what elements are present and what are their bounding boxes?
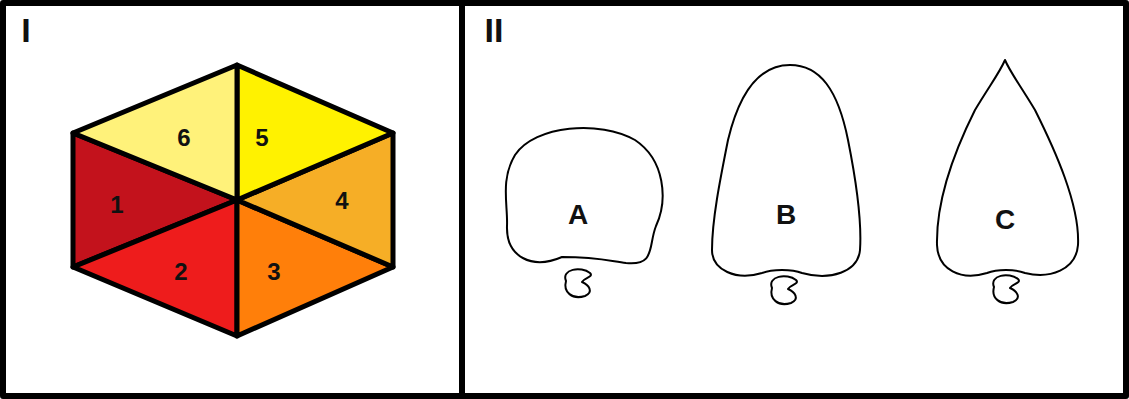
cashew-fruit-shape <box>771 276 797 304</box>
cashew-fruit-shape <box>506 128 663 263</box>
fruit-letter: B <box>776 201 796 229</box>
hexagon-sector-shape <box>237 65 393 200</box>
hexagon-sector-shape <box>73 65 237 200</box>
panel-shape <box>3 3 462 396</box>
hexagon-sector: 6 <box>73 65 237 200</box>
cashew-fruit-shape <box>993 275 1019 303</box>
panel: I 1 2 3 4 5 6 <box>0 0 465 399</box>
cashew-fruit: B <box>704 56 869 306</box>
sector-number: 6 <box>177 126 190 150</box>
sector-number: 2 <box>174 260 187 284</box>
panel-heading: II <box>485 13 504 47</box>
hexagon-sector-outline <box>73 200 237 336</box>
sector-number: 4 <box>335 189 348 213</box>
hexagon-sector-shape <box>73 200 237 336</box>
sector-number: 5 <box>255 126 268 150</box>
cashew-fruit: A <box>498 112 668 307</box>
panel: II A B C <box>459 0 1129 399</box>
panel-heading: I <box>21 13 30 47</box>
cashew-fruit-outline <box>928 52 1086 306</box>
sector-number: 1 <box>110 193 123 217</box>
cashew-fruit-shape <box>712 65 860 276</box>
hexagon-sector: 5 <box>237 65 393 200</box>
fruit-letter: A <box>568 201 588 229</box>
cashew-fruit-shape <box>937 60 1078 276</box>
cashew-fruit-outline <box>704 56 869 306</box>
panel-shape <box>462 3 1126 396</box>
hexagon-sector-outline <box>73 65 237 200</box>
hexagon-sector: 2 <box>73 200 237 336</box>
cashew-fruit: C <box>928 52 1086 306</box>
cashew-fruit-shape <box>565 269 591 297</box>
fruit-letter: C <box>995 206 1015 234</box>
sector-number: 3 <box>267 260 280 284</box>
